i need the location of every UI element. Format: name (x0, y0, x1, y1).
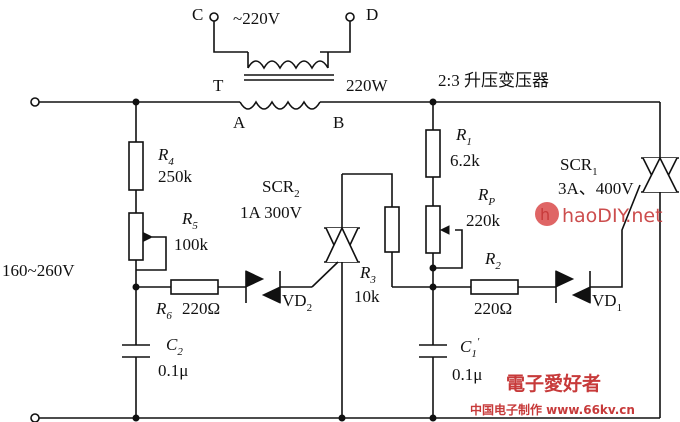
wiring (30, 97, 661, 422)
svg-text:R5: R5 (181, 209, 198, 232)
terminal-a-label: A (233, 113, 246, 132)
r5-wiper-arrow (143, 232, 154, 242)
scr1-label: SCR1 3A、400V (558, 155, 634, 198)
svg-text:h: h (540, 205, 550, 224)
junction-dots (132, 98, 437, 422)
resistor-r6 (170, 279, 219, 295)
r4-label: R4 250k (157, 145, 193, 186)
input-terminal-bottom (30, 413, 40, 422)
r5-label: R5 100k (174, 209, 209, 254)
resistor-r2 (470, 279, 519, 295)
svg-text:0.1μ: 0.1μ (158, 361, 188, 380)
secondary-winding (239, 100, 321, 110)
svg-text:SCR1: SCR1 (560, 155, 598, 178)
svg-text:220Ω: 220Ω (474, 299, 512, 318)
diac-vd2 (245, 270, 281, 304)
svg-text:C2: C2 (166, 335, 183, 358)
terminal-c-label: C (192, 5, 203, 24)
svg-text:R2: R2 (484, 249, 501, 272)
svg-text:220k: 220k (466, 211, 501, 230)
resistor-r4 (128, 141, 144, 191)
transformer-primary-label: ~220V (233, 9, 281, 28)
vd1-label: VD1 (592, 291, 622, 314)
svg-text:haoDIY.net: haoDIY.net (562, 205, 663, 227)
svg-text:VD1: VD1 (592, 291, 622, 314)
capacitor-c1 (419, 344, 447, 358)
transformer-power: 220W (346, 76, 389, 95)
r6-label: R6 220Ω (155, 299, 220, 322)
rp-label: RP 220k (466, 185, 501, 230)
transformer: ~220V C D T 220W A B 2:3 升压变压器 (192, 5, 549, 132)
resistor-r3 (384, 206, 400, 253)
svg-text:100k: 100k (174, 235, 209, 254)
r1-label: R1 6.2k (450, 125, 480, 170)
r3-label: R3 10k (354, 263, 380, 306)
svg-text:R6: R6 (155, 299, 172, 322)
svg-text:R1: R1 (455, 125, 472, 148)
svg-text:VD2: VD2 (282, 291, 312, 314)
svg-text:R3: R3 (359, 263, 376, 286)
diac-vd1 (555, 270, 591, 304)
terminal-d-label: D (366, 5, 378, 24)
terminal-b-label: B (333, 113, 344, 132)
transformer-name: T (213, 76, 224, 95)
haodiy-watermark: h haoDIY.net (535, 202, 663, 227)
input-terminal-top (30, 97, 40, 107)
primary-winding (247, 52, 329, 70)
svg-text:C1′: C1′ (460, 336, 480, 360)
c1-label: C1′ 0.1μ (452, 336, 482, 384)
svg-text:SCR2: SCR2 (262, 177, 300, 200)
c2-label: C2 0.1μ (158, 335, 188, 380)
vd2-label: VD2 (282, 291, 312, 314)
capacitor-c2 (122, 344, 150, 358)
resistor-r5 (128, 212, 144, 261)
rp-wiper-arrow (439, 225, 450, 235)
scr2-label: SCR2 1A 300V (240, 177, 303, 222)
svg-text:3A、400V: 3A、400V (558, 179, 634, 198)
potentiometer-rp (425, 205, 441, 254)
svg-text:250k: 250k (158, 167, 193, 186)
dianzi-aihaozhe-watermark: 電子愛好者 中国电子制作 www.66kv.cn (470, 372, 635, 417)
terminal-c (209, 12, 219, 22)
svg-text:220Ω: 220Ω (182, 299, 220, 318)
svg-text:0.1μ: 0.1μ (452, 365, 482, 384)
input-voltage-label: 160~260V (2, 261, 75, 280)
svg-text:10k: 10k (354, 287, 380, 306)
triac-scr2 (311, 226, 360, 288)
svg-text:1A 300V: 1A 300V (240, 203, 303, 222)
resistor-r1 (425, 129, 441, 178)
terminal-d (345, 12, 355, 22)
svg-text:電子愛好者: 電子愛好者 (506, 372, 601, 395)
transformer-ratio-note: 2:3 升压变压器 (438, 71, 549, 90)
svg-text:R4: R4 (157, 145, 174, 168)
svg-text:6.2k: 6.2k (450, 151, 480, 170)
triac-scr1 (641, 156, 679, 194)
svg-text:RP: RP (477, 185, 495, 208)
r2-label: R2 220Ω (474, 249, 512, 318)
svg-text:中国电子制作 www.66kv.cn: 中国电子制作 www.66kv.cn (470, 402, 635, 417)
